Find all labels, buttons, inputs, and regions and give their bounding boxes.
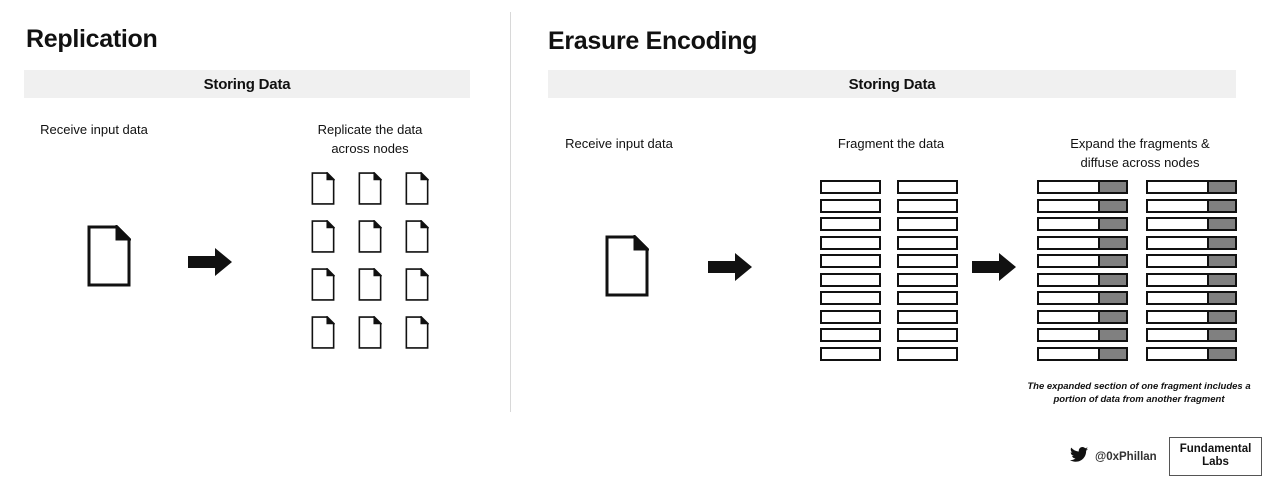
fragment-bar [897, 309, 958, 324]
document-icon [405, 219, 430, 258]
page-title-replication: Replication [26, 25, 158, 53]
fragment-bar [820, 235, 881, 250]
expanded-fragment-bar [1037, 254, 1128, 268]
panel-erasure-encoding: Erasure Encoding Storing Data Receive in… [511, 0, 1272, 420]
step-label-receive-input-data: Receive input data [565, 136, 673, 151]
fragment-bar [820, 291, 881, 305]
document-icon [311, 171, 336, 210]
expanded-fragment-bar [1037, 272, 1128, 287]
expanded-fragment-bar [1037, 346, 1128, 361]
fragment-bar [897, 235, 958, 250]
fragment-column-2 [897, 180, 958, 361]
fragment-bar [897, 180, 958, 194]
expanded-fragment-bar [1146, 217, 1237, 231]
twitter-credit[interactable]: @0xPhillan [1070, 446, 1157, 467]
fragment-bar [820, 272, 881, 287]
document-icon [358, 171, 383, 210]
replicated-document-grid [300, 171, 440, 364]
fragment-bar [820, 254, 881, 268]
section-bar-storing-data-left: Storing Data [24, 70, 470, 98]
expanded-fragment-column-2 [1146, 180, 1237, 361]
expanded-fragment-bar [1146, 328, 1237, 342]
fragment-column-1 [820, 180, 881, 361]
fragment-bar [897, 328, 958, 342]
expanded-fragment-bar [1037, 328, 1128, 342]
expanded-fragment-bar [1037, 291, 1128, 305]
document-icon [405, 315, 430, 354]
expanded-fragment-bar [1037, 180, 1128, 194]
fragment-bar [820, 217, 881, 231]
page-title-erasure-encoding: Erasure Encoding [548, 27, 758, 55]
document-icon [311, 315, 336, 354]
fragment-bar [820, 180, 881, 194]
expanded-fragment-bar [1037, 198, 1128, 213]
expanded-fragment-bar [1146, 198, 1237, 213]
flow-arrow-2 [708, 252, 753, 282]
flow-arrow-3 [972, 252, 1017, 282]
fragment-bar [897, 272, 958, 287]
fragment-bar [820, 198, 881, 213]
fragment-bar [897, 198, 958, 213]
expanded-fragment-column-1 [1037, 180, 1128, 361]
fragment-bar [820, 328, 881, 342]
document-icon [358, 219, 383, 258]
expanded-fragment-bar [1037, 235, 1128, 250]
document-icon [311, 219, 336, 258]
document-icon [87, 225, 131, 287]
expanded-fragment-bar [1146, 254, 1237, 268]
document-icon [605, 235, 649, 297]
fragment-bar [897, 291, 958, 305]
document-icon [405, 267, 430, 306]
fragment-bar [820, 346, 881, 361]
document-icon [358, 315, 383, 354]
expanded-fragment-bar [1037, 309, 1128, 324]
expanded-fragment-bar [1146, 272, 1237, 287]
expanded-fragment-caption: The expanded section of one fragment inc… [1027, 381, 1251, 405]
expanded-fragment-bar [1146, 291, 1237, 305]
flow-arrow-1 [188, 247, 233, 277]
step-label-expand-and-diffuse: Expand the fragments & diffuse across no… [1070, 136, 1210, 170]
twitter-handle-label: @0xPhillan [1095, 450, 1157, 463]
panel-replication: Replication Storing Data Receive input d… [0, 0, 510, 420]
panel-divider [510, 12, 511, 412]
step-label-fragment-the-data: Fragment the data [837, 136, 945, 151]
expanded-fragment-bar [1037, 217, 1128, 231]
expanded-fragment-bar [1146, 180, 1237, 194]
fragment-bar [897, 217, 958, 231]
fragment-bar [897, 346, 958, 361]
step-label-receive-input-data: Receive input data [40, 122, 148, 137]
twitter-bird-icon [1070, 446, 1088, 467]
expanded-fragment-bar [1146, 235, 1237, 250]
expanded-fragment-bar [1146, 346, 1237, 361]
section-bar-label: Storing Data [848, 75, 936, 93]
section-bar-storing-data-right: Storing Data [548, 70, 1236, 98]
step-label-replicate-across-nodes: Replicate the data across nodes [317, 122, 423, 156]
expanded-fragment-bar [1146, 309, 1237, 324]
footer: @0xPhillan Fundamental Labs [1070, 437, 1263, 476]
document-icon [358, 267, 383, 306]
fundamental-labs-logo[interactable]: Fundamental Labs [1168, 437, 1263, 476]
fragment-bar [897, 254, 958, 268]
document-icon [405, 171, 430, 210]
fragment-bar [820, 309, 881, 324]
section-bar-label: Storing Data [203, 75, 291, 93]
document-icon [311, 267, 336, 306]
